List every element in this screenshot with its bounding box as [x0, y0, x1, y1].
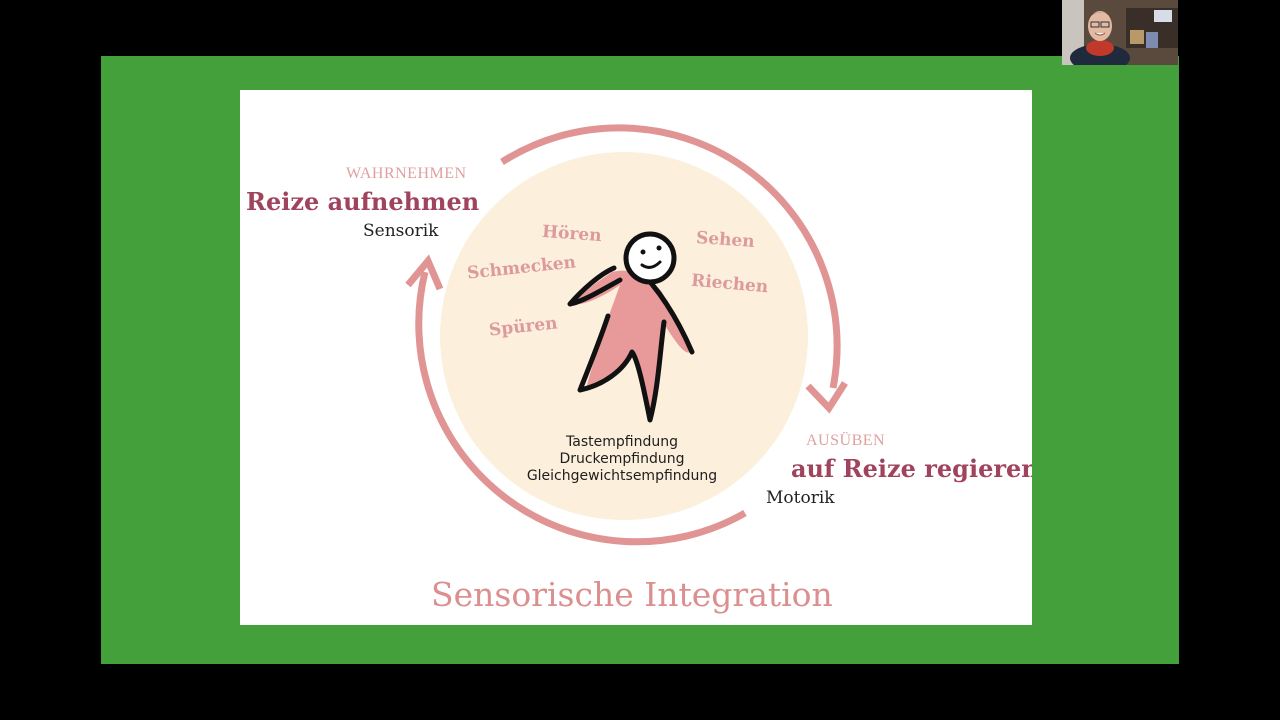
perceive-heading: Reize aufnehmen — [246, 187, 480, 216]
cycle-arrowhead-left — [405, 254, 444, 291]
perceive-subheading: Sensorik — [363, 221, 439, 241]
cycle-arrow-bottom — [415, 271, 747, 546]
act-heading: auf Reize regieren — [791, 454, 1032, 483]
cycle-arrow-top — [500, 124, 841, 389]
slide-title: Sensorische Integration — [431, 575, 833, 614]
presentation-slide: WAHRNEHMEN Reize aufnehmen Sensorik Höre… — [240, 90, 1032, 625]
webcam-thumbnail[interactable] — [1062, 0, 1178, 65]
sensation-balance: Gleichgewichtsempfindung — [526, 468, 718, 484]
sensation-pressure: Druckempfindung — [559, 451, 685, 467]
person-figure — [567, 231, 695, 423]
sense-label-sehen: Sehen — [695, 227, 756, 253]
perceive-caption: WAHRNEHMEN — [346, 165, 467, 182]
sense-label-hoeren: Hören — [541, 221, 603, 247]
webcam-video-frame — [1062, 0, 1178, 65]
cycle-arrowhead-right — [805, 381, 848, 414]
act-caption: AUSÜBEN — [806, 432, 886, 449]
sensation-touch: Tastempfindung — [566, 434, 678, 450]
sensory-cycle-diagram — [405, 124, 848, 546]
act-subheading: Motorik — [766, 488, 835, 508]
